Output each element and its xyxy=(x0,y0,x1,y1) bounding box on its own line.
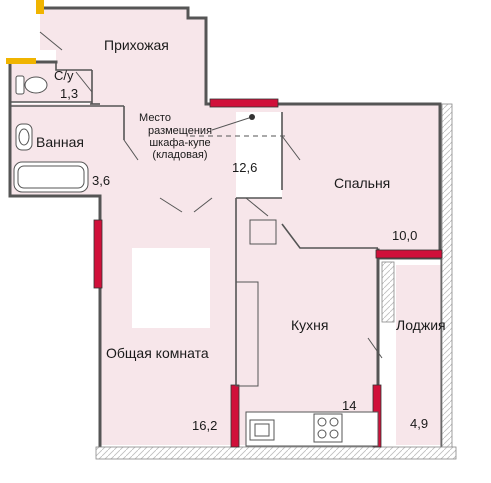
bedroom-floor xyxy=(282,104,440,250)
kitchen-floor xyxy=(236,198,378,445)
door-swings xyxy=(39,31,383,359)
wardrobe-note-line-2: размещения xyxy=(148,125,212,137)
wall-hatch-loggia xyxy=(381,261,395,323)
living-blank-block xyxy=(132,248,210,328)
entry-marker-wc xyxy=(6,58,36,64)
area-living: 16,2 xyxy=(192,418,217,433)
window-living-left xyxy=(93,219,103,289)
sink-icon xyxy=(15,123,33,151)
wardrobe-pointer xyxy=(211,116,253,131)
area-bedroom: 10,0 xyxy=(392,228,417,243)
wardrobe-note-line-1: Место xyxy=(139,112,171,124)
area-bathroom: 3,6 xyxy=(92,173,110,188)
area-hallway: 12,6 xyxy=(232,160,257,175)
area-loggia: 4,9 xyxy=(410,416,428,431)
wardrobe-note-line-3: шкафа-купе xyxy=(149,137,210,149)
label-hallway: Прихожая xyxy=(104,37,169,53)
label-bathroom: Ванная xyxy=(36,134,84,150)
wall-hatch-right xyxy=(441,103,453,451)
bathtub-icon xyxy=(13,161,89,193)
loggia-floor xyxy=(396,265,442,445)
wall-hatch-bottom xyxy=(95,446,457,460)
label-kitchen: Кухня xyxy=(291,317,328,333)
wardrobe-pointer-dot xyxy=(249,114,255,120)
wardrobe-living xyxy=(235,281,259,387)
area-kitchen: 14 xyxy=(342,398,356,413)
label-bedroom: Спальня xyxy=(334,175,390,191)
label-loggia: Лоджия xyxy=(396,317,446,333)
label-wc: С/у xyxy=(54,68,74,83)
entry-marker xyxy=(36,0,44,14)
kitchen-sink-icon xyxy=(249,419,275,441)
window-bedroom-bottom xyxy=(375,249,443,259)
window-hallway-top xyxy=(209,98,279,108)
toilet-icon xyxy=(15,75,48,95)
stove-icon xyxy=(313,413,343,443)
window-living-bottom xyxy=(230,384,240,448)
label-living: Общая комната xyxy=(106,345,209,361)
fridge-niche xyxy=(249,219,277,245)
wardrobe-note-line-4: (кладовая) xyxy=(152,149,207,161)
area-wc: 1,3 xyxy=(60,86,78,101)
